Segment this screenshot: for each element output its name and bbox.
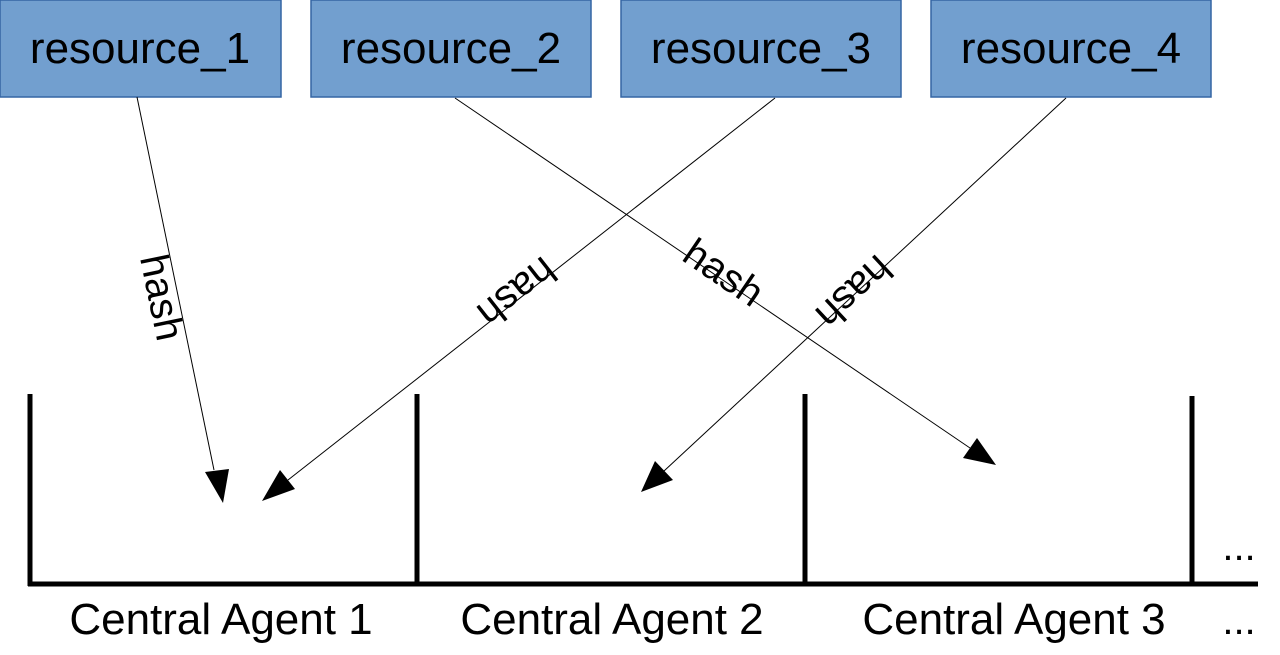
resource-box-1-rect xyxy=(0,0,282,98)
resource-label-4: resource_4 xyxy=(961,24,1181,73)
resource-box-2-rect xyxy=(310,0,592,98)
edge-resource-3-to-agent-1: hash xyxy=(262,97,776,501)
resource-box-4[interactable]: resource_4 xyxy=(930,0,1212,98)
resource-label-1: resource_1 xyxy=(30,24,250,73)
resource-label-2: resource_2 xyxy=(341,24,561,73)
arrow-head xyxy=(641,461,673,492)
resource-box-1[interactable]: resource_1 xyxy=(0,0,282,98)
agent-ellipsis: ... xyxy=(1222,599,1255,643)
bucket-ellipsis: ... xyxy=(1222,525,1255,569)
bucket-container xyxy=(27,394,1258,587)
resource-box-2[interactable]: resource_2 xyxy=(310,0,592,98)
edge-line xyxy=(136,96,215,471)
agent-label-3: Central Agent 3 xyxy=(862,595,1165,644)
resource-label-3: resource_3 xyxy=(651,24,871,73)
arrow-head xyxy=(963,438,996,465)
edge-label-hash: hash xyxy=(807,246,900,337)
resource-box-3-rect xyxy=(620,0,902,98)
edge-line xyxy=(287,97,776,481)
edge-line xyxy=(663,97,1067,472)
edge-label-hash: hash xyxy=(131,251,192,345)
edge-resource-1-to-agent-1: hash xyxy=(131,96,229,503)
edge-line xyxy=(454,97,971,449)
arrow-head xyxy=(262,470,295,501)
agent-label-2: Central Agent 2 xyxy=(460,595,763,644)
arrow-head xyxy=(205,469,229,503)
agent-label-1: Central Agent 1 xyxy=(69,595,372,644)
resource-box-4-rect xyxy=(930,0,1212,98)
edge-label-hash: hash xyxy=(469,248,564,336)
resource-box-3[interactable]: resource_3 xyxy=(620,0,902,98)
edge-resource-4-to-agent-2: hash xyxy=(641,97,1067,492)
